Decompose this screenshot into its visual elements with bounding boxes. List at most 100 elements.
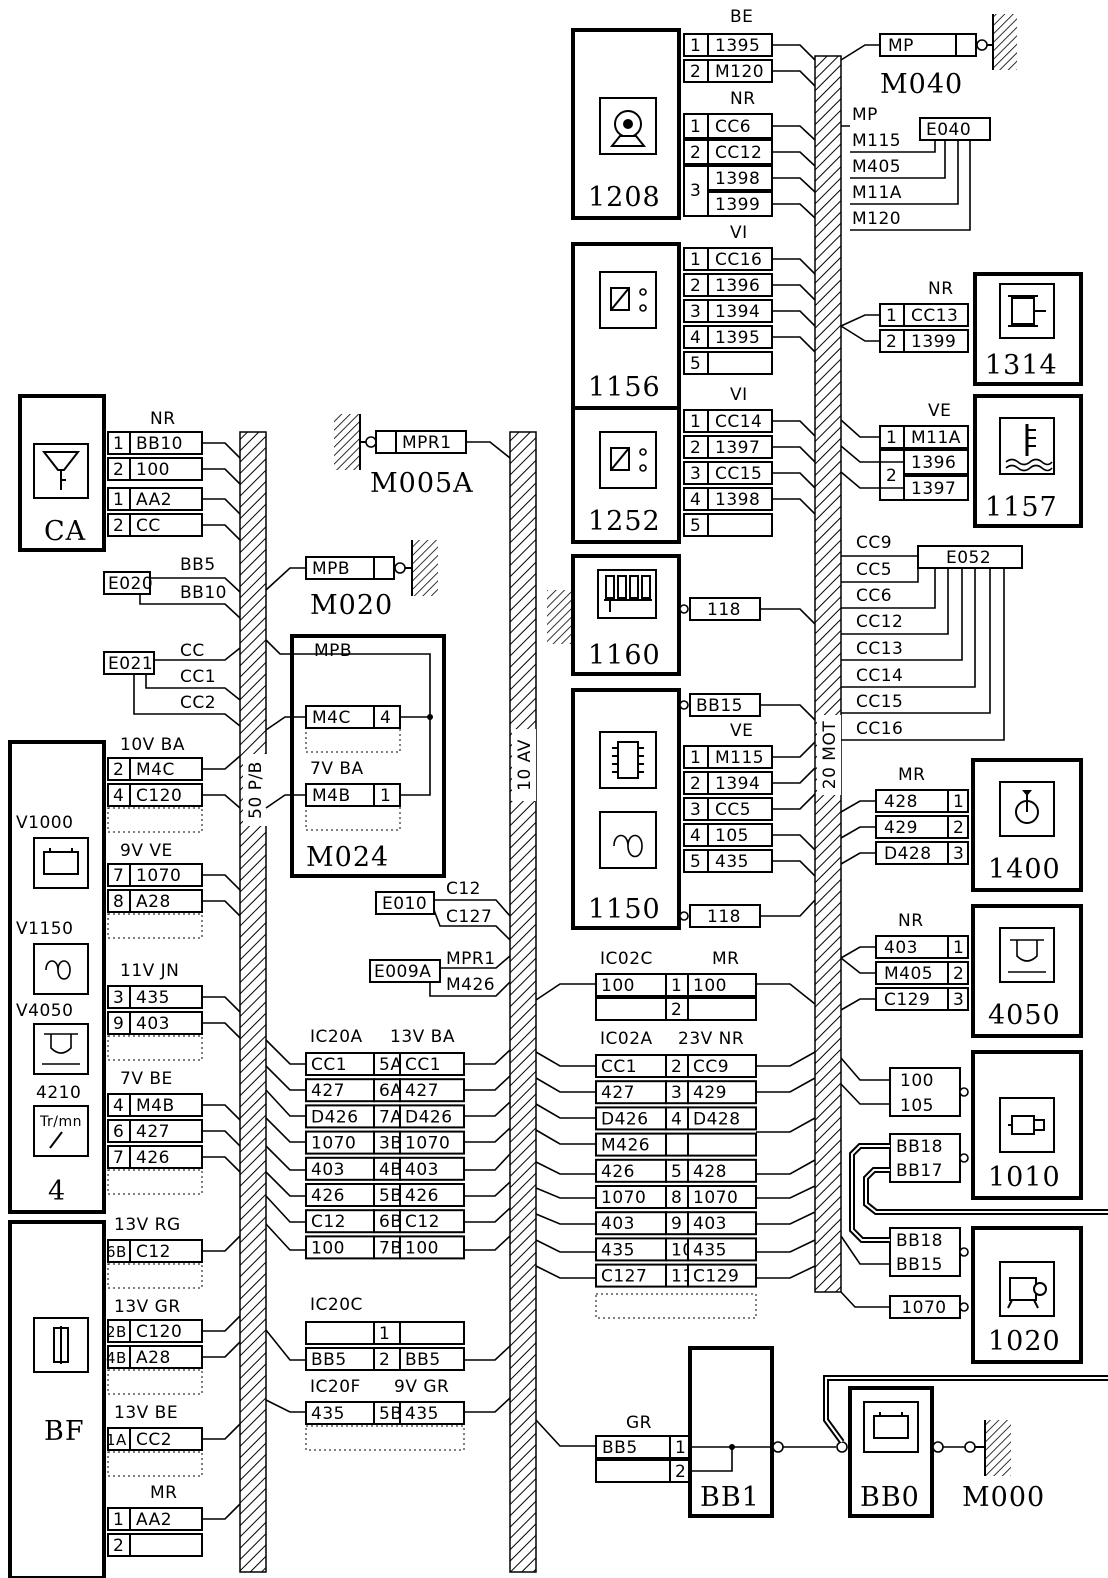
svg-text:M120: M120 — [715, 62, 764, 82]
cell-label: 1 — [379, 1324, 390, 1344]
svg-text:CA: CA — [44, 516, 86, 547]
battery-icon — [43, 848, 79, 875]
svg-text:403: 403 — [136, 1014, 170, 1034]
harness-20: 20 MOT — [814, 55, 842, 1293]
svg-text:1160: 1160 — [588, 640, 661, 671]
cell-label: CC1 — [311, 1055, 347, 1075]
connector-1010: 100 105 BB18 BB17 — [840, 1057, 969, 1183]
component-1150[interactable]: 1150 — [571, 688, 681, 930]
ground-m005a: MPR1 M005A — [334, 414, 511, 499]
svg-text:VE: VE — [730, 721, 753, 741]
svg-text:M115: M115 — [715, 748, 764, 768]
svg-text:M4B: M4B — [312, 786, 351, 806]
svg-text:1: 1 — [380, 786, 391, 806]
svg-text:3: 3 — [953, 990, 964, 1010]
svg-text:2: 2 — [113, 460, 124, 480]
svg-text:1: 1 — [675, 1438, 686, 1458]
svg-text:100: 100 — [900, 1071, 934, 1091]
component-1252[interactable]: 1252 — [571, 406, 681, 544]
svg-text:435: 435 — [715, 852, 749, 872]
fuse-icon — [53, 1326, 69, 1364]
component-bf[interactable]: BF — [8, 1220, 106, 1578]
cell-label: 426 — [601, 1162, 635, 1182]
svg-text:BB5: BB5 — [602, 1438, 638, 1458]
component-1157[interactable]: 1157 — [973, 394, 1083, 528]
cell-label: 435 — [405, 1404, 439, 1424]
component-4050[interactable]: 4050 — [971, 904, 1083, 1038]
cell-label: 3 — [671, 1083, 682, 1103]
svg-text:1150: 1150 — [588, 894, 661, 925]
svg-text:CC13: CC13 — [856, 639, 903, 659]
ignition-key-icon — [41, 451, 81, 490]
component-bb0[interactable]: BB0 — [772, 1386, 944, 1518]
component-1010[interactable]: 1010 — [971, 1050, 1083, 1200]
cell-label: 427 — [405, 1081, 439, 1101]
component-ca[interactable]: CA — [18, 394, 106, 552]
svg-text:1395: 1395 — [715, 328, 760, 348]
svg-text:V4050: V4050 — [16, 1001, 73, 1021]
svg-text:1: 1 — [953, 938, 964, 958]
ground-m040: MP M040 — [840, 14, 1017, 100]
harness-50-label: 50 P/B — [246, 761, 266, 819]
svg-text:6B: 6B — [106, 1243, 127, 1261]
splice-e040: E040 MP M115 M405 M11A M120 — [841, 105, 991, 231]
svg-text:105: 105 — [900, 1096, 934, 1116]
svg-text:4: 4 — [113, 786, 124, 806]
svg-text:CC5: CC5 — [856, 560, 892, 580]
svg-text:11V JN: 11V JN — [120, 961, 179, 981]
svg-text:2: 2 — [953, 964, 964, 984]
cell-label: 3B — [379, 1134, 402, 1154]
cell-label: C12 — [311, 1212, 346, 1232]
warning-lamp-icon — [1008, 939, 1046, 973]
cell-label: D428 — [693, 1109, 741, 1129]
component-1208[interactable]: 1208 — [571, 28, 681, 220]
svg-text:2: 2 — [113, 760, 124, 780]
svg-text:NR: NR — [730, 89, 756, 109]
component-1156[interactable]: 1156 — [571, 242, 681, 410]
component-1160[interactable]: 1160 — [547, 554, 681, 676]
svg-text:M020: M020 — [310, 590, 393, 621]
svg-text:1314: 1314 — [985, 350, 1058, 381]
svg-text:V1000: V1000 — [16, 813, 73, 833]
injector-rail-icon — [604, 575, 652, 612]
svg-text:CC6: CC6 — [856, 586, 892, 606]
component-4[interactable]: V1000 V1150 V4050 4210 Tr/mn 4 — [8, 740, 106, 1214]
cell-label: 100 — [601, 976, 635, 996]
svg-text:1394: 1394 — [715, 302, 760, 322]
cell-label: 4B — [379, 1160, 402, 1180]
component-1400[interactable]: 1400 — [971, 758, 1083, 892]
svg-text:428: 428 — [884, 792, 918, 812]
svg-text:MPB: MPB — [312, 559, 350, 579]
cell-label: 6A — [379, 1081, 402, 1101]
svg-text:1: 1 — [886, 306, 897, 326]
svg-text:M11A: M11A — [911, 428, 961, 448]
svg-text:C120: C120 — [136, 1322, 182, 1342]
svg-text:1070: 1070 — [901, 1298, 946, 1318]
svg-text:435: 435 — [136, 988, 170, 1008]
svg-text:BB18: BB18 — [896, 1137, 943, 1157]
svg-text:10V BA: 10V BA — [120, 735, 185, 755]
component-1020[interactable]: 1020 — [971, 1226, 1083, 1364]
svg-text:BB0: BB0 — [860, 1482, 920, 1513]
svg-text:E040: E040 — [926, 120, 971, 140]
svg-text:CC12: CC12 — [715, 143, 762, 163]
cell-label: 427 — [311, 1081, 345, 1101]
splice-e010: E010 C12 C127 — [375, 879, 511, 941]
svg-text:BE: BE — [730, 7, 753, 27]
svg-text:1156: 1156 — [588, 372, 661, 403]
svg-text:1398: 1398 — [715, 169, 760, 189]
svg-text:118: 118 — [707, 600, 741, 620]
cell-label: 1 — [671, 976, 682, 996]
component-1314[interactable]: 1314 — [973, 272, 1083, 386]
